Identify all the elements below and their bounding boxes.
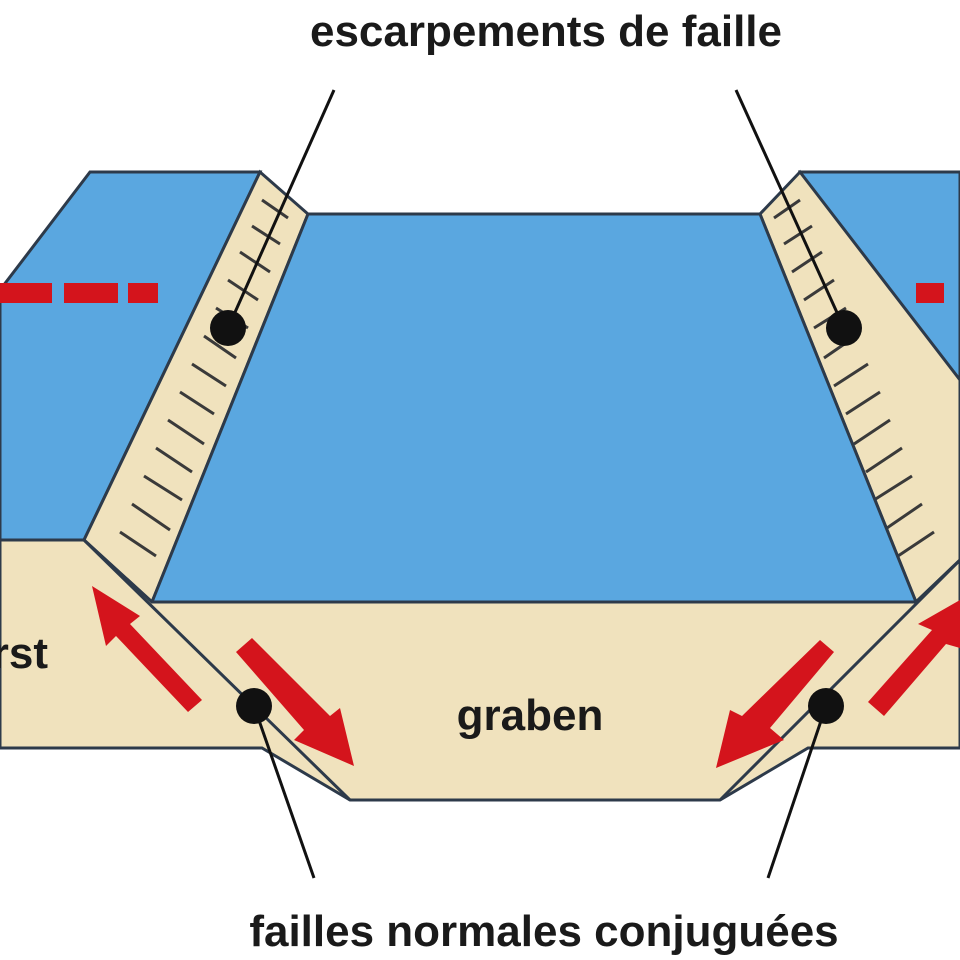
label-graben: graben [457,691,604,740]
pointer-dot-left-scarp [210,310,246,346]
pointer-dot-left-fault [236,688,272,724]
pointer-line-left-scarp [226,89,336,329]
pointer-dot-right-scarp [826,310,862,346]
right-dashed-reference [916,283,944,303]
arrow-down-left-graben [236,638,354,766]
label-horst: horst [0,629,48,678]
arrow-up-right-horst [868,600,960,716]
right-fault-line [718,558,960,802]
pointer-line-right-fault [766,705,828,879]
pointer-dot-right-fault [808,688,844,724]
arrow-down-right-graben [716,640,834,768]
pointer-line-left-fault [252,705,316,879]
label-normal-faults: failles normales conjuguées [249,907,838,956]
left-dashed-reference [0,283,158,303]
label-fault-scarps: escarpements de faille [310,7,782,56]
arrow-up-left-horst [92,586,202,712]
left-fault-line [82,538,352,802]
pointer-line-right-scarp [734,89,846,329]
cross-section-front [0,538,960,802]
